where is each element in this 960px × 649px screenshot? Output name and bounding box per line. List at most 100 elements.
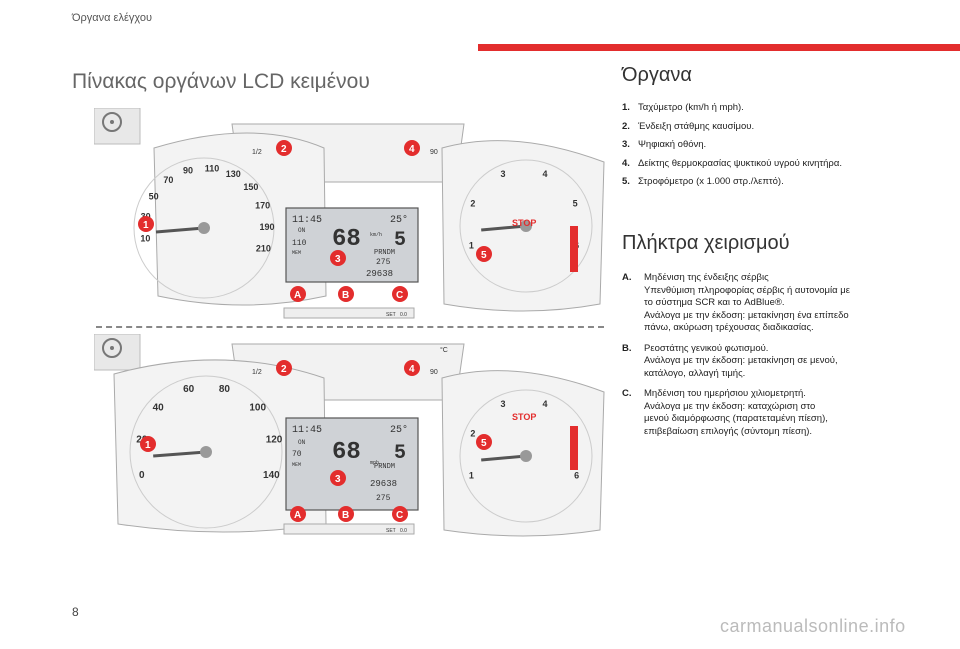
lcd-temp: 25° — [390, 214, 408, 226]
instrument-item-text: Ψηφιακή οθόνη. — [638, 139, 707, 151]
instrument-item-num: 2. — [622, 120, 630, 132]
button-item-line: πάνω, ακύρωση τρέχουσας διαδικασίας. — [644, 322, 814, 334]
svg-text:3: 3 — [335, 474, 341, 485]
dial-tick-label: 210 — [256, 244, 271, 254]
dial-tick-label: 110 — [205, 163, 220, 173]
button-item-line: κατάλογο, αλλαγή τιμής. — [644, 367, 746, 379]
dial-tick-label: 140 — [263, 470, 280, 481]
dial-tick-label: 0 — [139, 470, 145, 481]
instrument-item: 1. Ταχύμετρο (km/h ή mph). — [622, 102, 938, 115]
button-item-num: C. — [622, 388, 632, 400]
svg-text:5: 5 — [481, 438, 487, 449]
callout-5: 5 — [476, 434, 492, 450]
cluster-bottom: 020406080100120140 11:45 25° 68 mph 5 PR… — [93, 333, 614, 549]
set-label: SET — [386, 312, 396, 318]
button-item-num: B. — [622, 342, 632, 354]
callout-4: 4 — [404, 360, 420, 376]
ok-label: 0.0 — [400, 528, 407, 534]
dial-tick-label: 4 — [542, 169, 547, 179]
lcd-speed-unit: km/h — [370, 232, 382, 238]
dial-tick-label: 1 — [469, 470, 474, 480]
section-header: Όργανα ελέγχου — [72, 12, 152, 24]
callout-2: 2 — [276, 140, 292, 156]
dial-tick-label: 1 — [469, 240, 474, 250]
svg-text:A: A — [294, 290, 301, 301]
lcd-odometer: 29638 — [370, 479, 397, 489]
svg-text:3: 3 — [335, 254, 341, 265]
instrument-item-text: Στροφόμετρο (x 1.000 στρ./λεπτό). — [638, 176, 784, 188]
dial-tick-label: 3 — [501, 399, 506, 409]
dial-hub — [520, 450, 532, 462]
dial-tick-label: 90 — [183, 165, 193, 175]
set-label: SET — [386, 528, 396, 534]
dial-tick-label: 70 — [163, 175, 173, 185]
dial-tick-label: 40 — [153, 403, 165, 414]
callout-3: 3 — [330, 250, 346, 266]
lcd-range: 275 — [376, 258, 391, 267]
button-item-line: Μηδένιση της ένδειξης σέρβις — [644, 272, 769, 283]
dial-tick-label: 170 — [255, 201, 270, 211]
button-item-line: το σύστημα SCR και το AdBlue®. — [644, 297, 785, 309]
lcd-range: 275 — [376, 494, 391, 503]
callout-3: 3 — [330, 470, 346, 486]
dial-tick-label: 100 — [249, 403, 266, 414]
temp-max-label: 90 — [430, 369, 438, 376]
dial-ring — [459, 389, 593, 523]
svg-text:B: B — [342, 290, 349, 301]
button-item-num: A. — [622, 272, 632, 283]
lcd-on: ON — [298, 439, 306, 446]
control-buttons-bar — [283, 523, 415, 535]
steering-icon — [93, 333, 141, 371]
dial-tick-label: 150 — [243, 182, 258, 192]
instrument-item: 4.Δείκτης θερμοκρασίας ψυκτικού υγρού κι… — [622, 158, 938, 171]
button-a-callout[interactable]: A — [290, 286, 306, 302]
dial-tick-label: 2 — [470, 198, 475, 208]
svg-text:4: 4 — [409, 364, 415, 375]
dial-tick-label: 6 — [574, 470, 579, 480]
dial-needle — [481, 454, 527, 462]
button-c-callout[interactable]: C — [392, 286, 408, 302]
button-item: B. Ρεοστάτης γενικού φωτισμού.Ανάλογα με … — [622, 343, 938, 381]
control-buttons-bar — [283, 307, 415, 319]
svg-text:B: B — [342, 510, 349, 521]
dial-hub — [200, 446, 212, 458]
lcd-gear: 5 — [394, 442, 406, 465]
fuel-half-label: 1/2 — [252, 369, 262, 376]
button-b-callout[interactable]: B — [338, 286, 354, 302]
lcd-speed-unit: mph — [370, 460, 379, 466]
svg-text:2: 2 — [281, 364, 287, 375]
button-b-callout[interactable]: B — [338, 506, 354, 522]
divider — [96, 326, 604, 328]
svg-text:1: 1 — [145, 440, 151, 451]
page-title: Πίνακας οργάνων LCD κειμένου — [72, 70, 370, 93]
dial-needle — [153, 450, 207, 458]
dial-tick-label: 190 — [259, 222, 274, 232]
svg-text:4: 4 — [409, 144, 415, 155]
button-item-line: Ρεοστάτης γενικού φωτισμού. — [644, 342, 769, 354]
instrument-item-num: 1. — [622, 102, 630, 113]
lcd-gears: PRNDM — [374, 249, 395, 257]
temp-unit-label: °C — [440, 346, 448, 354]
lcd-speed: 68 — [332, 226, 361, 253]
cluster-bottom-illustration: 020406080100120140 11:45 25° 68 mph 5 PR… — [93, 333, 605, 537]
lcd-screen — [285, 417, 419, 511]
page-number: 8 — [72, 605, 79, 619]
lcd-time: 11:45 — [292, 215, 322, 226]
stop-warning: STOP — [512, 218, 536, 228]
lcd-mem: MEM — [292, 462, 301, 468]
button-c-callout[interactable]: C — [392, 506, 408, 522]
cluster-top-illustration: 1030507090110130150170190210 11:45 25° 6… — [93, 107, 605, 319]
instrument-item-text: Ταχύμετρο (km/h ή mph). — [638, 102, 744, 113]
callout-1: 1 — [138, 216, 154, 232]
button-a-callout[interactable]: A — [290, 506, 306, 522]
dial-needle — [155, 226, 205, 234]
button-item-line: Ανάλογα με την έκδοση: μετακίνηση σε μεν… — [644, 355, 838, 367]
lcd-temp: 25° — [390, 424, 408, 436]
svg-text:2: 2 — [281, 144, 287, 155]
steering-icon — [93, 107, 141, 145]
dial-tick-label: 130 — [226, 169, 241, 179]
cluster-top: 1030507090110130150170190210 11:45 25° 6… — [93, 107, 614, 325]
dial-tick-label: 60 — [183, 384, 195, 395]
